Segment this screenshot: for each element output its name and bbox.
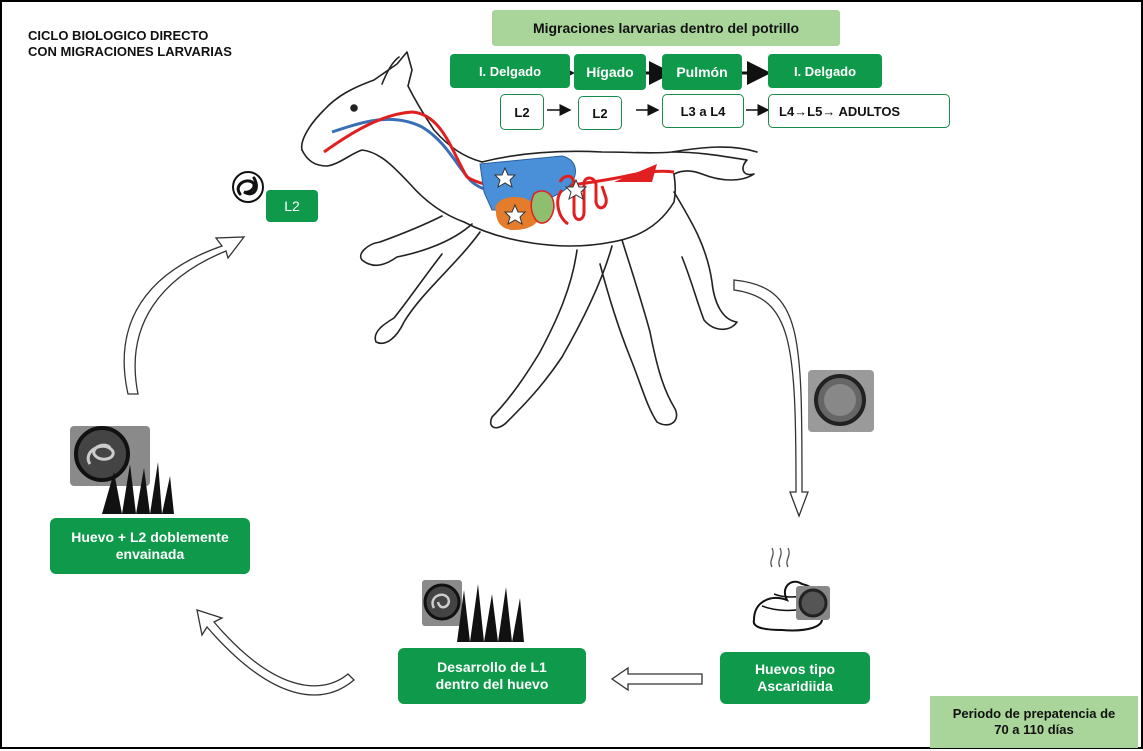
organ-lung: Pulmón xyxy=(662,54,742,90)
stage-l3-l4: L3 a L4 xyxy=(662,94,744,128)
larva-l2-icon xyxy=(233,172,263,202)
green-organ xyxy=(531,191,554,223)
migration-header: Migraciones larvarias dentro del potrill… xyxy=(492,10,840,46)
stage-l2-2: L2 xyxy=(578,96,622,130)
arrow-down-hollow xyxy=(734,280,808,516)
organ-small-intestine-2: I. Delgado xyxy=(768,54,882,88)
grass-egg-l1-icon xyxy=(422,580,524,642)
organ-small-intestine-1: I. Delgado xyxy=(450,54,570,88)
ascarid-egg-icon xyxy=(808,370,874,432)
stage-l4-l5-adults: L4→L5→ ADULTOS xyxy=(768,94,950,128)
arrow-up-hollow xyxy=(124,237,244,394)
diagram-title: CICLO BIOLOGICO DIRECTO CON MIGRACIONES … xyxy=(28,28,232,60)
feces-icon xyxy=(754,548,830,630)
l2-label: L2 xyxy=(266,190,318,222)
arrow-curve-left-hollow xyxy=(197,610,354,695)
egg-type-box: Huevos tipo Ascaridiida xyxy=(720,652,870,704)
prepatency-period: Periodo de prepatencia de 70 a 110 días xyxy=(930,696,1138,748)
development-box: Desarrollo de L1 dentro del huevo xyxy=(398,648,586,704)
organ-liver: Hígado xyxy=(574,54,646,90)
stage-l2-1: L2 xyxy=(500,94,544,130)
grass-egg-l2-icon xyxy=(70,426,174,514)
arrow-left-hollow xyxy=(612,668,702,690)
rectum-red xyxy=(614,164,657,182)
egg-l2-box: Huevo + L2 doblemente envainada xyxy=(50,518,250,574)
